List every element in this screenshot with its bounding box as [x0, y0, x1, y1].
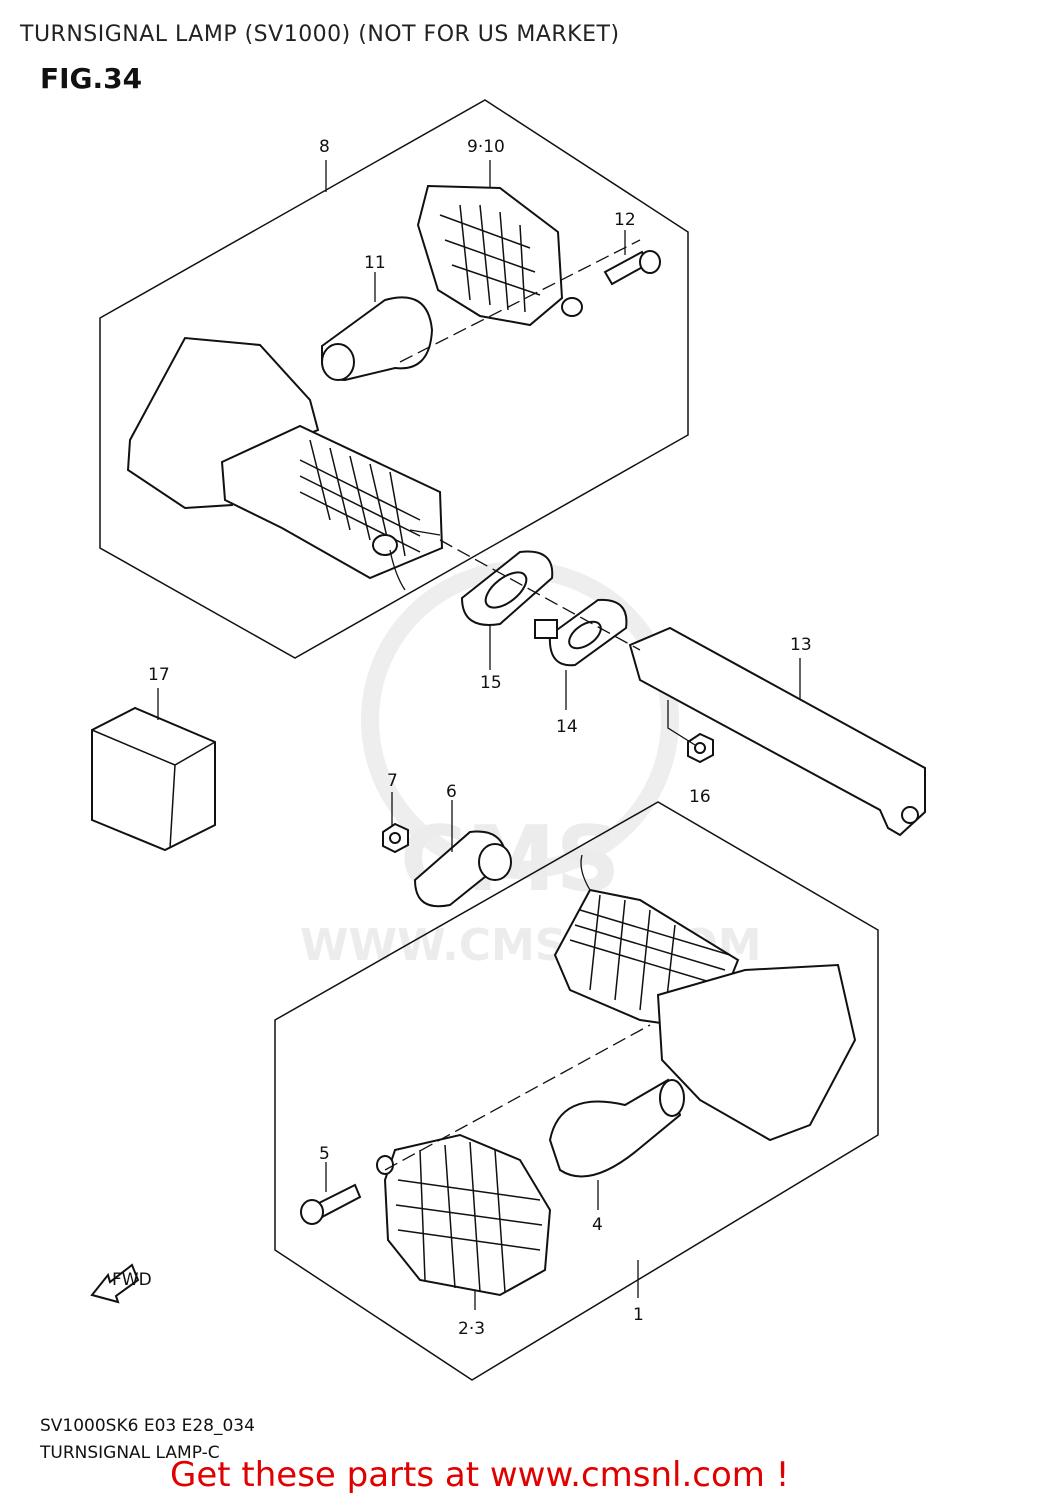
upper-lens	[416, 184, 583, 327]
upper-bulb	[321, 296, 434, 382]
callout-4: 4	[592, 1215, 603, 1235]
callout-7: 7	[387, 771, 398, 791]
callout-17: 17	[148, 665, 170, 685]
upper-assembly-outline	[99, 99, 689, 659]
figure-number: FIG.34	[40, 62, 143, 95]
callout-12: 12	[614, 210, 636, 230]
nut-7	[382, 822, 409, 854]
alignment-line	[384, 1024, 651, 1171]
callout-16: 16	[689, 787, 711, 807]
callout-14: 14	[556, 717, 578, 737]
upper-housing	[126, 336, 444, 591]
screw-5	[300, 1183, 362, 1225]
gasket-15	[460, 550, 554, 626]
watermark: CMS WWW.CMSNL.COM	[300, 561, 762, 971]
callout-6: 6	[446, 782, 457, 802]
lower-lens	[376, 1133, 552, 1297]
gasket-6	[413, 830, 512, 908]
callout-13: 13	[790, 635, 812, 655]
diagram-name: TURNSIGNAL LAMP-C	[40, 1443, 220, 1463]
fwd-arrow-icon: FWD	[90, 1263, 152, 1304]
callout-2-3: 2·3	[458, 1319, 485, 1339]
lower-assembly-outline	[274, 801, 879, 1381]
alignment-line	[439, 539, 641, 651]
lower-housing	[553, 854, 857, 1142]
callout-8: 8	[319, 137, 330, 157]
promo-link[interactable]: Get these parts at www.cmsnl.com !	[170, 1455, 790, 1495]
page-title: TURNSIGNAL LAMP (SV1000) (NOT FOR US MAR…	[20, 22, 620, 47]
callout-9-10: 9·10	[467, 137, 505, 157]
diagram-code: SV1000SK6 E03 E28_034	[40, 1416, 255, 1436]
bracket-13	[628, 626, 926, 837]
callout-1: 1	[633, 1305, 644, 1325]
gasket-14	[534, 598, 628, 667]
fwd-label: FWD	[112, 1270, 152, 1290]
callout-11: 11	[364, 253, 386, 273]
screw-12	[603, 250, 661, 286]
leader-16	[667, 700, 696, 746]
relay-17	[91, 706, 216, 852]
alignment-line	[399, 239, 641, 363]
nut-16	[687, 732, 714, 764]
lower-bulb	[548, 1078, 685, 1178]
callout-15: 15	[480, 673, 502, 693]
callout-5: 5	[319, 1144, 330, 1164]
